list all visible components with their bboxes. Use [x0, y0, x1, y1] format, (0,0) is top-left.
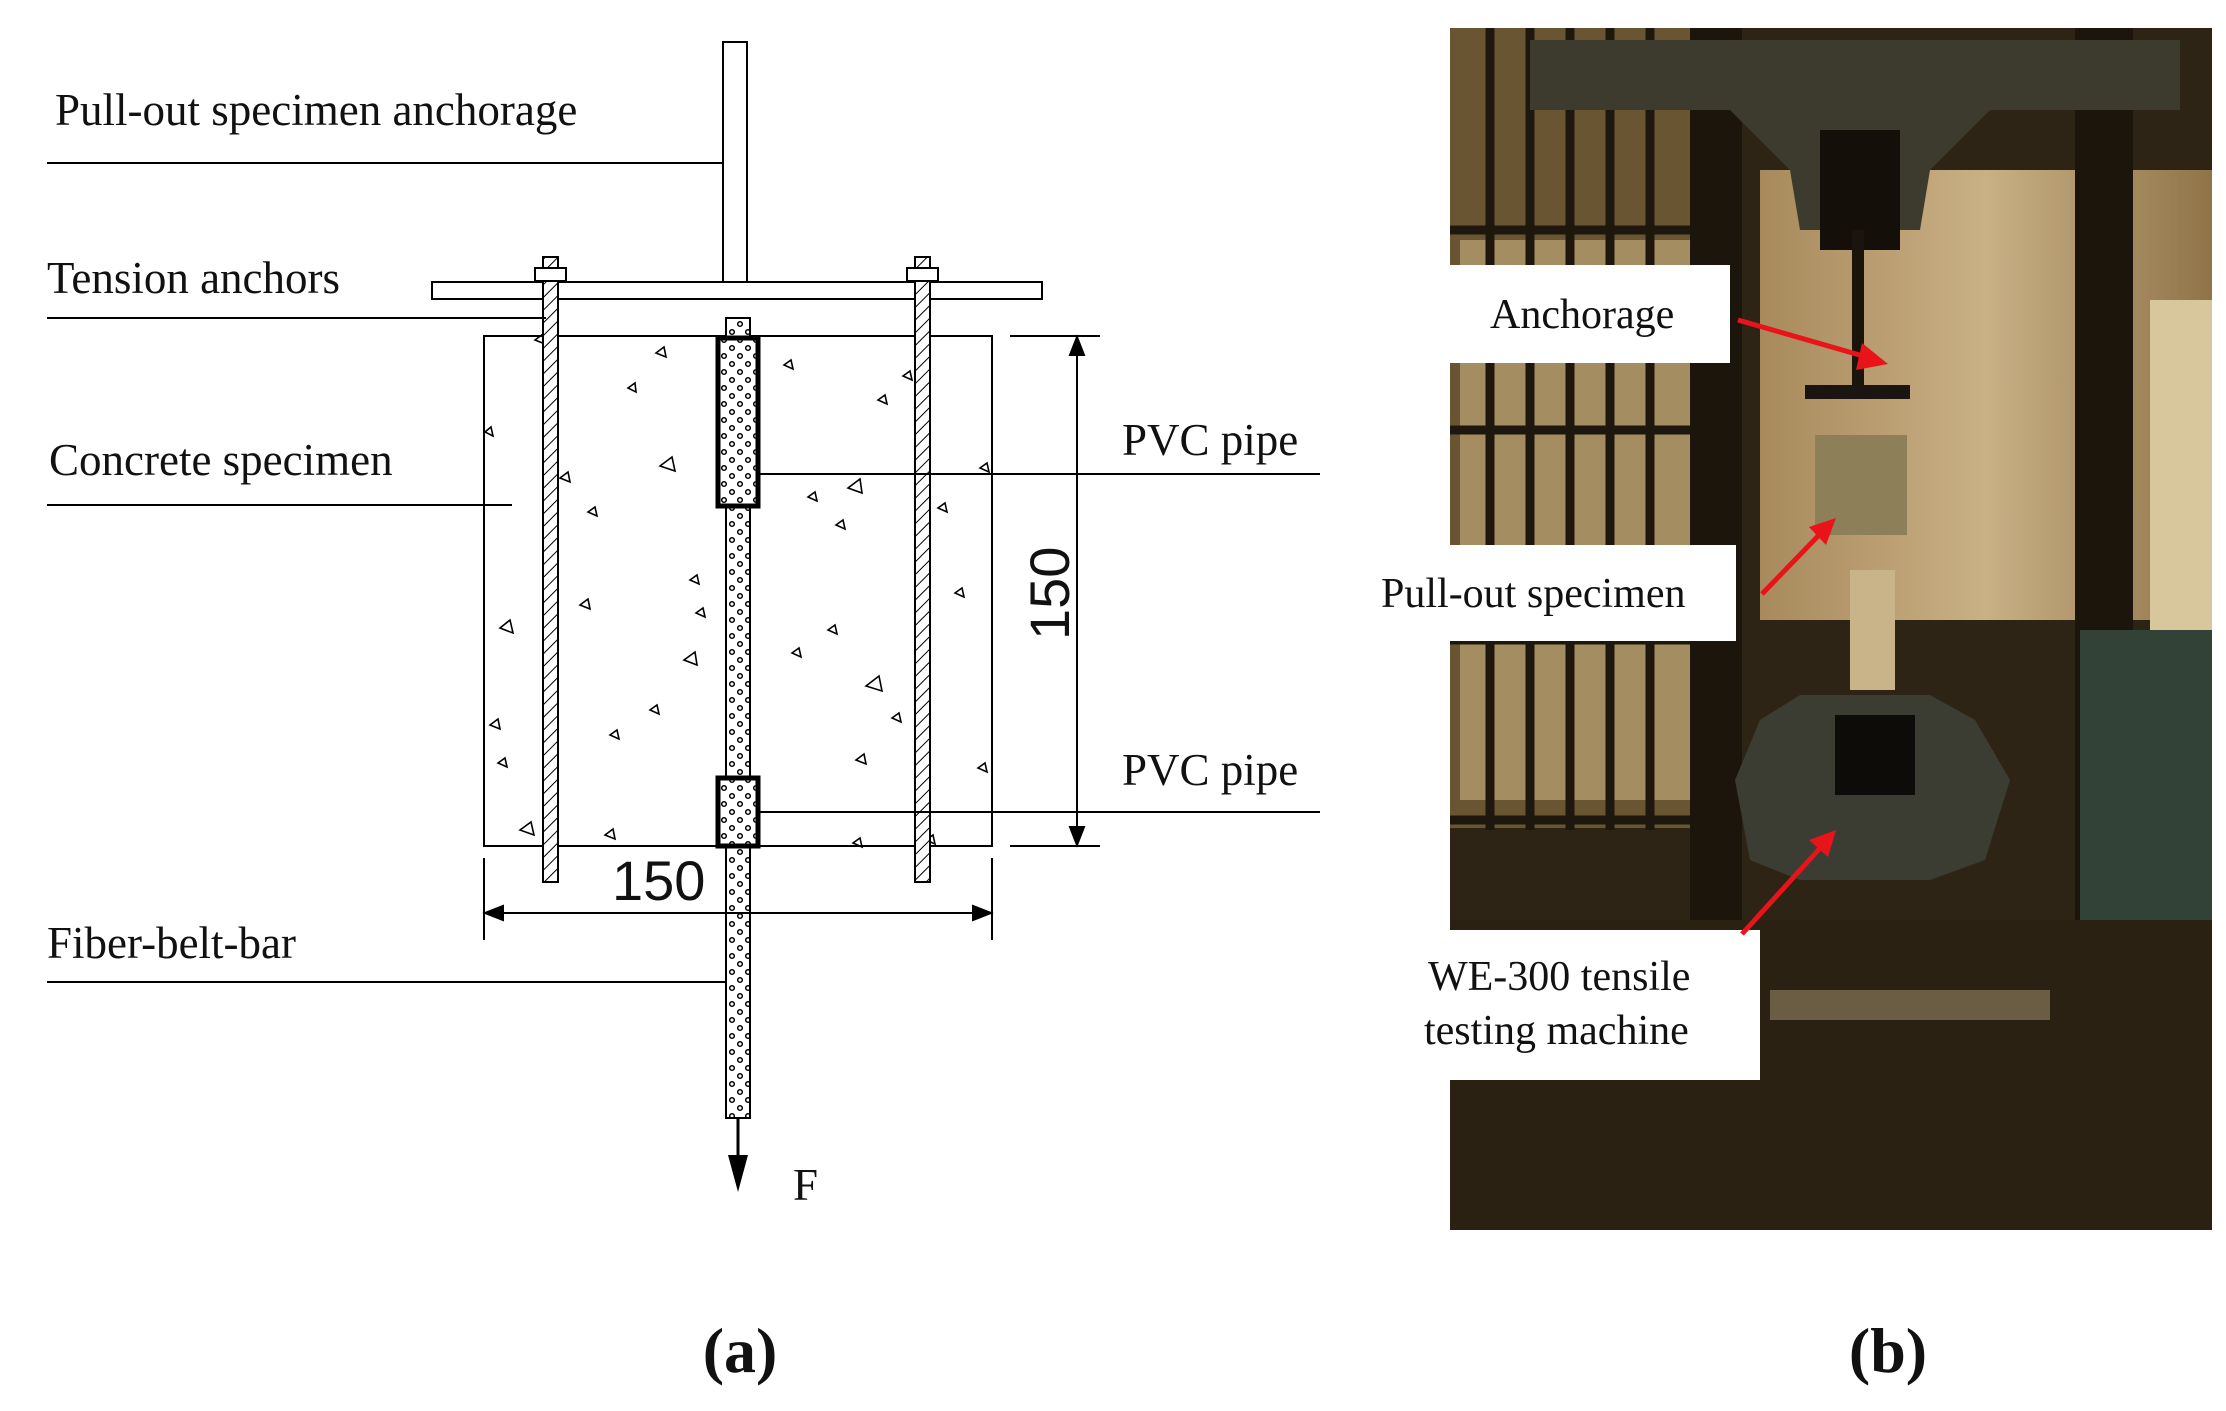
photo-label-pull-out-specimen: Pull-out specimen: [1381, 571, 1685, 617]
tension-anchor-left: [542, 256, 559, 883]
caption-b: (b): [1849, 1315, 1927, 1386]
photo-label-machine-line2: testing machine: [1424, 1008, 1689, 1054]
tension-anchor-right: [914, 256, 931, 883]
photo-lower-grip-jaw: [1835, 715, 1915, 795]
label-force: F: [793, 1160, 818, 1210]
label-tension-anchors: Tension anchors: [47, 253, 340, 303]
label-fiber-belt-bar: Fiber-belt-bar: [47, 918, 296, 968]
pvc-pipe-top: [715, 335, 761, 509]
label-pvc-pipe-top: PVC pipe: [1122, 415, 1298, 465]
caption-a: (a): [703, 1315, 778, 1386]
photo-wall-light: [2150, 300, 2212, 630]
label-anchorage: Pull-out specimen anchorage: [55, 85, 577, 135]
aggregate-marks: [483, 332, 991, 849]
dimension-height: [1010, 334, 1100, 848]
dimension-width: [482, 858, 994, 940]
photo-window-bars: [1450, 28, 1700, 830]
photo-lower-rod: [1850, 570, 1895, 690]
photo-column-left: [1690, 28, 1742, 1038]
panel-a-schematic: Pull-out specimen anchorage Tension anch…: [47, 41, 1320, 1386]
force-arrowhead: [728, 1155, 748, 1192]
photo-label-anchorage: Anchorage: [1490, 292, 1674, 338]
photo-label-specimen-box: [1380, 545, 1736, 641]
photo-desk-top: [1770, 990, 2050, 1020]
photo-red-arrows: [1737, 317, 1888, 936]
pvc-pipe-bottom: [715, 775, 761, 849]
photo-specimen: [1815, 435, 1907, 535]
anchorage-stem: [722, 41, 748, 283]
photo-label-machine-line1: WE-300 tensile: [1428, 954, 1690, 1000]
dimension-width-value: 150: [612, 849, 705, 912]
tension-anchor-left-nut: [534, 267, 567, 282]
dimension-height-value: 150: [1018, 547, 1081, 640]
anchorage-plate: [431, 281, 1043, 300]
tension-anchor-right-nut: [906, 267, 939, 282]
panel-b-photo: Anchorage Pull-out specimen WE-300 tensi…: [1380, 28, 2212, 1386]
photo-anchorage-plate: [1805, 385, 1910, 399]
photo-label-anchorage-box: [1450, 265, 1730, 363]
label-concrete-specimen: Concrete specimen: [49, 435, 393, 485]
photo-label-machine-box: [1404, 930, 1760, 1080]
label-pvc-pipe-bottom: PVC pipe: [1122, 745, 1298, 795]
leader-lines: [47, 162, 1320, 983]
